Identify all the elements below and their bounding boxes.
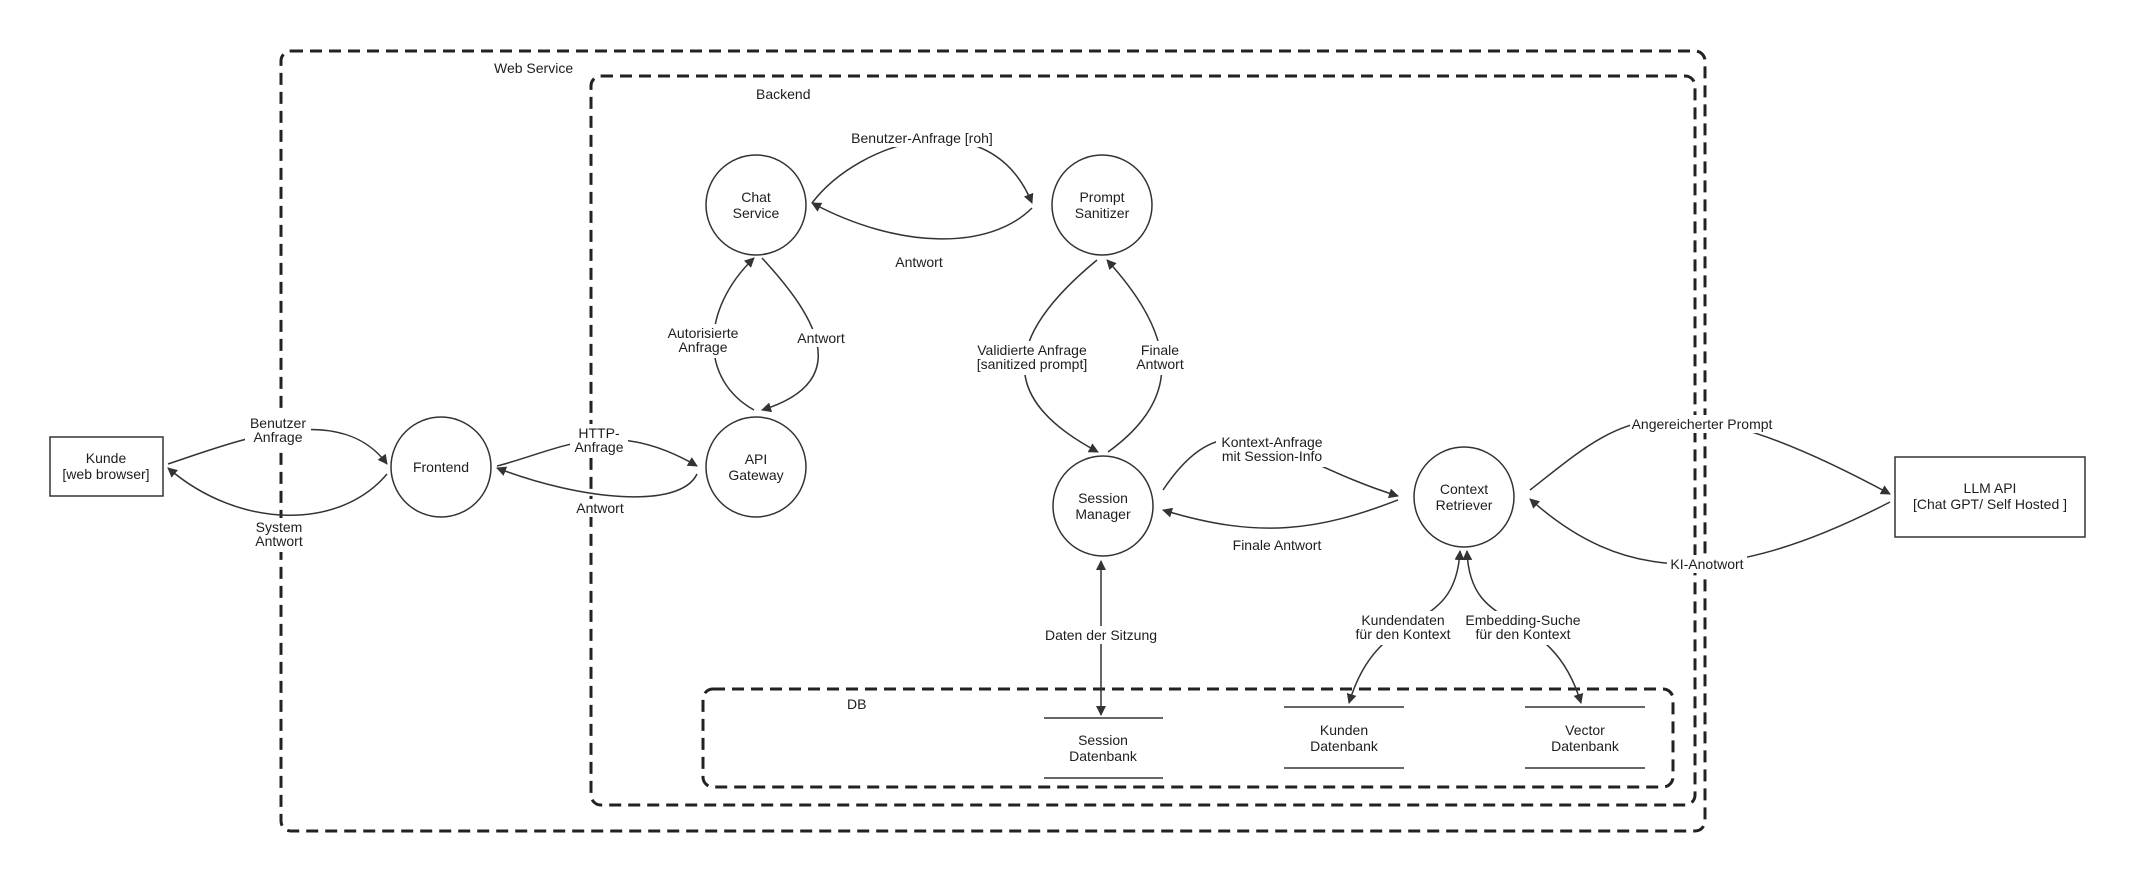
svg-text:Angereicherter Prompt: Angereicherter Prompt <box>1632 416 1773 432</box>
svg-text:Kontext-Anfrage: Kontext-Anfrage <box>1221 434 1322 450</box>
flow-label-llm-context: KI-Anotwort <box>1667 555 1747 573</box>
svg-text:Finale Antwort: Finale Antwort <box>1233 537 1322 553</box>
svg-text:Finale: Finale <box>1141 342 1179 358</box>
entity-llm-api: LLM API [Chat GPT/ Self Hosted ] <box>1894 456 2086 538</box>
svg-text:Daten der Sitzung: Daten der Sitzung <box>1045 627 1157 643</box>
svg-text:System: System <box>256 519 303 535</box>
flow-label-gateway-frontend: Antwort <box>572 499 628 517</box>
flow-label-context-llm: Angereicherter Prompt <box>1630 415 1774 433</box>
store-session-datenbank: Session Datenbank <box>1044 717 1163 779</box>
entity-kunde: Kunde [web browser] <box>49 436 164 497</box>
flow-labels: Benutzer Anfrage System Antwort HTTP- An… <box>245 129 1774 645</box>
svg-text:Chat: Chat <box>741 189 771 205</box>
svg-text:für den Kontext: für den Kontext <box>1356 626 1451 642</box>
svg-text:Anfrage: Anfrage <box>253 429 302 445</box>
process-context-retriever: Context Retriever <box>1413 446 1515 548</box>
flow-label-session-context: Kontext-Anfrage mit Session-Info <box>1216 433 1328 467</box>
svg-text:mit Session-Info: mit Session-Info <box>1222 448 1323 464</box>
svg-text:Antwort: Antwort <box>895 254 943 270</box>
flow-label-context-vector: Embedding-Suche für den Kontext <box>1464 611 1582 645</box>
flow-label-context-session: Finale Antwort <box>1230 536 1324 554</box>
svg-text:Kunden: Kunden <box>1320 722 1368 738</box>
flow-label-frontend-gateway: HTTP- Anfrage <box>570 424 628 458</box>
svg-text:Anfrage: Anfrage <box>574 439 623 455</box>
svg-text:KI-Anotwort: KI-Anotwort <box>1670 556 1743 572</box>
svg-text:API: API <box>745 451 768 467</box>
flow-label-frontend-kunde: System Antwort <box>250 518 308 552</box>
flow-label-sanitizer-session: Validierte Anfrage [sanitized prompt] <box>970 341 1094 375</box>
flow-label-session-sanitizer: Finale Antwort <box>1132 341 1188 375</box>
svg-text:Antwort: Antwort <box>576 500 624 516</box>
process-chat-service: Chat Service <box>705 154 807 256</box>
svg-text:für den Kontext: für den Kontext <box>1476 626 1571 642</box>
svg-text:LLM API: LLM API <box>1964 480 2017 496</box>
flow-label-context-kunden: Kundendaten für den Kontext <box>1352 611 1454 645</box>
process-prompt-sanitizer: Prompt Sanitizer <box>1051 154 1153 256</box>
store-kunden-datenbank: Kunden Datenbank <box>1284 706 1404 769</box>
process-api-gateway: API Gateway <box>705 416 807 518</box>
svg-text:Manager: Manager <box>1075 506 1131 522</box>
svg-text:Datenbank: Datenbank <box>1551 738 1620 754</box>
svg-text:[sanitized prompt]: [sanitized prompt] <box>977 356 1088 372</box>
flow-label-session-db: Daten der Sitzung <box>1043 626 1159 644</box>
boundary-web-service: Web Service <box>279 49 1707 833</box>
svg-text:Autorisierte: Autorisierte <box>668 325 739 341</box>
svg-text:Sanitizer: Sanitizer <box>1075 205 1130 221</box>
svg-text:Session: Session <box>1078 732 1128 748</box>
svg-text:[web browser]: [web browser] <box>62 466 149 482</box>
boundary-label-db: DB <box>847 696 866 712</box>
flow-label-chat-sanitizer: Benutzer-Anfrage [roh] <box>847 129 997 147</box>
svg-text:Session: Session <box>1078 490 1128 506</box>
flow-label-gateway-chat: Autorisierte Anfrage <box>664 324 742 358</box>
svg-text:Embedding-Suche: Embedding-Suche <box>1465 612 1580 628</box>
svg-text:Vector: Vector <box>1565 722 1605 738</box>
svg-text:Retriever: Retriever <box>1436 497 1493 513</box>
svg-text:Context: Context <box>1440 481 1488 497</box>
svg-text:Antwort: Antwort <box>1136 356 1184 372</box>
svg-text:Antwort: Antwort <box>797 330 845 346</box>
svg-text:Kundendaten: Kundendaten <box>1361 612 1444 628</box>
svg-text:Prompt: Prompt <box>1079 189 1124 205</box>
process-session-manager: Session Manager <box>1052 455 1154 557</box>
svg-text:Anfrage: Anfrage <box>678 339 727 355</box>
svg-text:Kunde: Kunde <box>86 450 127 466</box>
svg-text:Benutzer-Anfrage [roh]: Benutzer-Anfrage [roh] <box>851 130 993 146</box>
svg-text:Benutzer: Benutzer <box>250 415 306 431</box>
boundary-label-web-service: Web Service <box>494 60 573 76</box>
flow-label-sanitizer-chat: Antwort <box>890 253 948 271</box>
svg-text:Validierte Anfrage: Validierte Anfrage <box>977 342 1087 358</box>
svg-text:Frontend: Frontend <box>413 459 469 475</box>
svg-text:Service: Service <box>733 205 780 221</box>
svg-text:Datenbank: Datenbank <box>1310 738 1379 754</box>
flow-label-kunde-frontend: Benutzer Anfrage <box>245 414 311 448</box>
store-vector-datenbank: Vector Datenbank <box>1525 706 1645 769</box>
boundary-label-backend: Backend <box>756 86 810 102</box>
flow-label-chat-gateway: Antwort <box>793 329 849 347</box>
svg-text:HTTP-: HTTP- <box>578 425 620 441</box>
boundary-db: DB <box>701 687 1675 789</box>
svg-text:Gateway: Gateway <box>728 467 783 483</box>
process-frontend: Frontend <box>390 416 492 518</box>
svg-text:Antwort: Antwort <box>255 533 303 549</box>
svg-text:[Chat GPT/ Self Hosted ]: [Chat GPT/ Self Hosted ] <box>1913 496 2067 512</box>
svg-text:Datenbank: Datenbank <box>1069 748 1138 764</box>
